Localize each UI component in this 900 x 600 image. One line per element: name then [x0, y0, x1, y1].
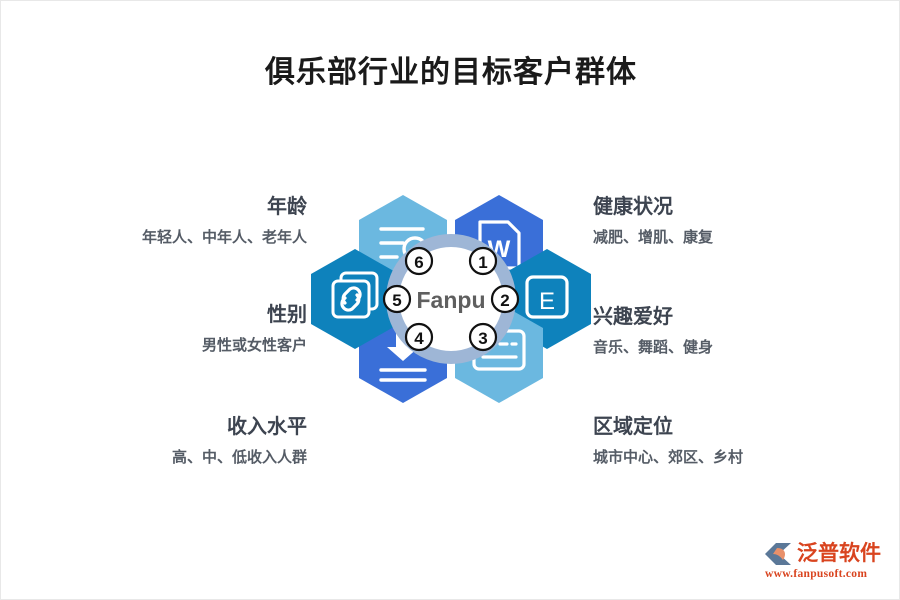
info-block-gender: 性别 男性或女性客户 [7, 301, 307, 357]
download-icon [379, 329, 427, 382]
info-block-age-desc: 年轻人、中年人、老年人 [141, 229, 307, 246]
hexagon-segment-5[interactable] [311, 249, 399, 349]
number-badge-3-label: 3 [478, 329, 487, 348]
fanpu-logo-mark [765, 543, 791, 565]
info-block-age-title: 年龄 [267, 196, 307, 218]
info-block-gender-title: 性别 [267, 304, 307, 326]
number-badge-6[interactable]: 6 [404, 246, 434, 276]
svg-text:E: E [539, 288, 555, 315]
center-label: Fanpu [417, 287, 486, 313]
info-block-health-title: 健康状况 [593, 196, 673, 218]
page-title: 俱乐部行业的目标客户群体 [265, 56, 637, 89]
number-badge-1-label: 1 [478, 253, 487, 272]
number-badge-3[interactable]: 3 [468, 322, 498, 352]
info-block-hobby-title: 兴趣爱好 [593, 306, 673, 328]
number-badge-4-label: 4 [414, 329, 424, 348]
company-logo[interactable]: 泛普软件 www.fanpusoft.com [763, 541, 893, 591]
info-block-income-desc: 高、中、低收入人群 [171, 449, 307, 466]
info-block-health-desc: 减肥、增肌、康复 [593, 229, 714, 246]
logo-website-url: www.fanpusoft.com [765, 568, 868, 580]
info-block-region-desc: 城市中心、郊区、乡村 [593, 449, 744, 466]
info-block-health: 健康状况 减肥、增肌、康复 [593, 193, 893, 249]
number-badge-2[interactable]: 2 [490, 284, 520, 314]
info-block-hobby: 兴趣爱好 音乐、舞蹈、健身 [593, 303, 893, 359]
info-block-income: 收入水平 高、中、低收入人群 [7, 413, 307, 469]
info-block-region: 区域定位 城市中心、郊区、乡村 [593, 413, 893, 469]
hexagon-cluster: W E [311, 189, 591, 485]
number-badge-5-label: 5 [392, 291, 401, 310]
number-badge-4[interactable]: 4 [404, 322, 434, 352]
link-copy-icon [331, 271, 379, 319]
info-block-region-title: 区域定位 [593, 416, 673, 438]
number-badge-1[interactable]: 1 [468, 246, 498, 276]
info-block-hobby-desc: 音乐、舞蹈、健身 [593, 339, 714, 356]
number-badge-6-label: 6 [414, 253, 423, 272]
logo-company-name: 泛普软件 [797, 542, 881, 565]
info-block-income-title: 收入水平 [227, 416, 307, 438]
number-badge-2-label: 2 [500, 291, 509, 310]
info-block-age: 年龄 年轻人、中年人、老年人 [7, 193, 307, 249]
excel-e-icon: E [525, 275, 569, 319]
info-block-gender-desc: 男性或女性客户 [201, 337, 307, 354]
number-badge-5[interactable]: 5 [382, 284, 412, 314]
